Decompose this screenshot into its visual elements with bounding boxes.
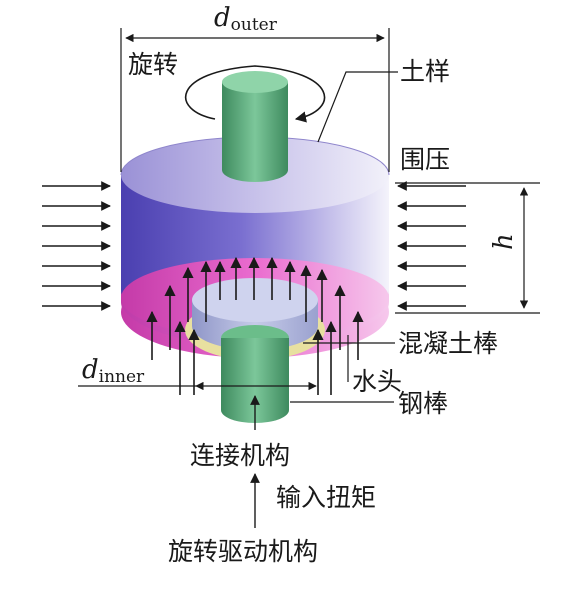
steel-rod-top [222,71,288,182]
d-outer-label: douter [214,3,278,35]
d-outer-dimension [120,28,390,172]
steel-rod-label: 钢棒 [398,389,448,418]
steel-rod-bottom [221,325,289,423]
h-dimension [395,182,540,314]
water-head-label: 水头 [352,367,402,396]
h-label: h [489,233,519,250]
concrete-rod-label: 混凝土棒 [398,329,498,358]
rotation-arrow [185,65,326,123]
rotation-label: 旋转 [128,50,178,79]
connection-mechanism-label: 连接机构 [190,441,290,470]
confining-pressure-arrows-left [42,181,111,311]
rotation-drive-label: 旋转驱动机构 [168,537,318,566]
d-inner-label: dinner [82,355,145,387]
soil-sample-leader [317,71,398,143]
confining-pressure-label: 围压 [400,145,450,174]
input-torque-label: 输入扭矩 [276,483,376,512]
water-head-arrows [146,256,364,395]
confining-pressure-arrows-right [397,181,466,311]
soil-sample-label: 土样 [400,57,450,86]
